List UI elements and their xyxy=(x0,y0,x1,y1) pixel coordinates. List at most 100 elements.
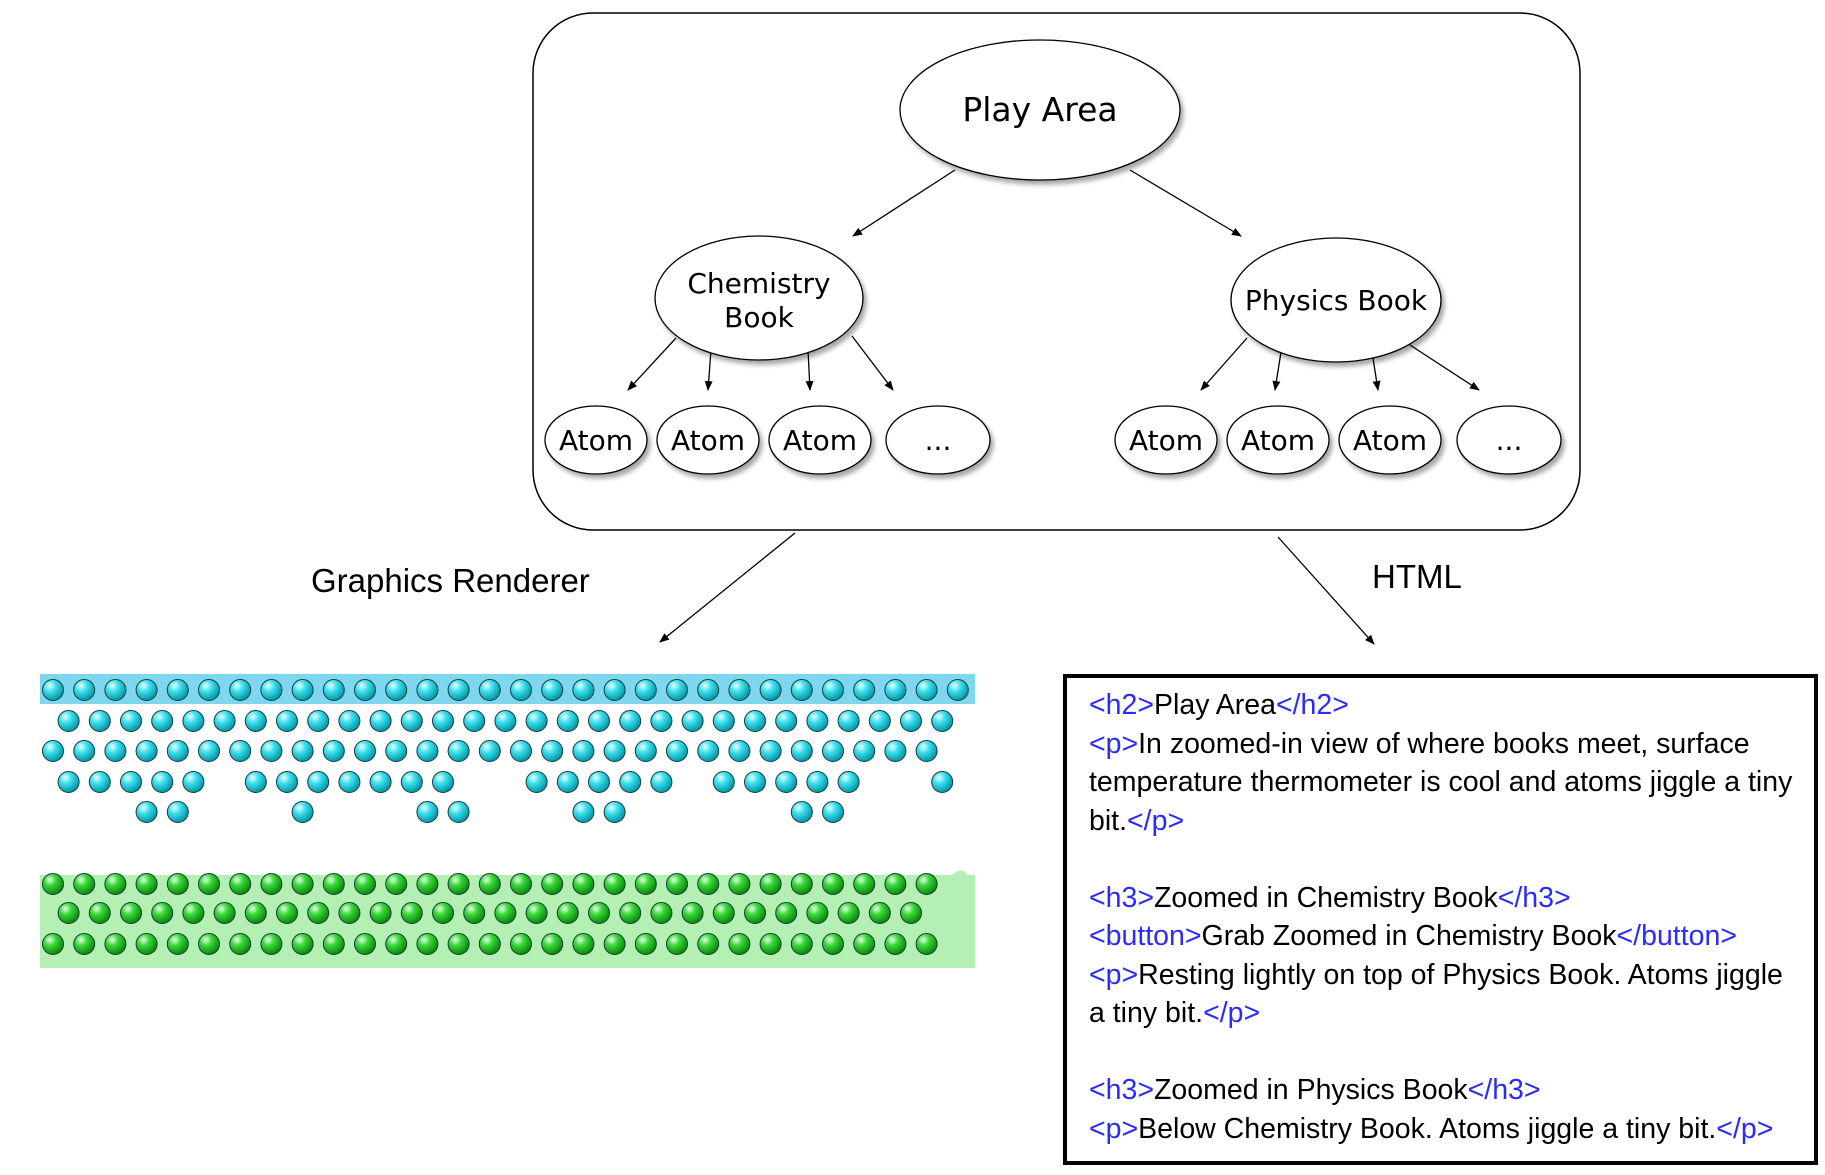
top-atom-r5-8 xyxy=(790,801,813,823)
edge-phys-ellipsis xyxy=(1409,344,1480,391)
code-button-text: Grab Zoomed in Chemistry Book xyxy=(1201,920,1617,952)
code-p2-text: Resting lightly on top of Physics Book. … xyxy=(1089,958,1783,1030)
edge-root-chemistry xyxy=(852,169,956,237)
phys-leaf-nodes: Atom Atom Atom ... xyxy=(1114,405,1562,475)
bottom-atom-r2-15 xyxy=(494,902,517,924)
bottom-atom-r2-17 xyxy=(556,902,579,924)
chem-ellipsis-label: ... xyxy=(925,424,952,457)
chem-atom-1-label: Atom xyxy=(559,424,633,457)
top-atom-r1-12 xyxy=(385,679,408,701)
top-atom-r2-6 xyxy=(213,710,236,732)
top-atom-r1-30 xyxy=(946,679,969,701)
code-p1-text: In zoomed-in view of where books meet, s… xyxy=(1089,727,1793,837)
top-atom-r3-4 xyxy=(135,740,158,762)
top-atom-r2-7 xyxy=(244,710,267,732)
top-atom-r3-2 xyxy=(73,740,96,762)
code-p3-text: Below Chemistry Book. Atoms jiggle a tin… xyxy=(1138,1112,1717,1145)
bottom-atom-r1-26 xyxy=(822,873,844,895)
top-atom-r3-29 xyxy=(915,740,938,762)
top-atom-r2-23 xyxy=(744,710,766,732)
bottom-atom-r3-3 xyxy=(104,933,127,955)
tag-h3-chem-close: </h3> xyxy=(1497,881,1571,914)
top-atom-r1-15 xyxy=(478,679,501,701)
bottom-atom-r3-19 xyxy=(603,933,626,955)
top-atom-r1-22 xyxy=(697,679,720,701)
bottom-atom-r1-18 xyxy=(572,873,595,895)
top-book-atoms xyxy=(42,679,969,823)
top-atom-r3-16 xyxy=(510,740,532,762)
bottom-atom-r1-10 xyxy=(322,873,345,895)
bottom-atom-r3-1 xyxy=(42,933,64,955)
top-atom-r1-6 xyxy=(198,679,220,701)
code-h3-phys-line: <h3>Zoomed in Physics Book</h3> xyxy=(1089,1071,1794,1110)
bottom-atom-r1-16 xyxy=(510,873,532,895)
code-gap-2 xyxy=(1089,1033,1794,1072)
bottom-atom-r3-9 xyxy=(291,933,314,955)
bottom-atom-r2-27 xyxy=(868,902,891,924)
code-h3-chem-line: <h3>Zoomed in Chemistry Book</h3> xyxy=(1089,879,1794,918)
top-atom-r2-5 xyxy=(182,710,205,732)
top-atom-r4-16 xyxy=(619,771,642,793)
tag-h2-close: </h2> xyxy=(1276,689,1349,721)
top-atom-r1-28 xyxy=(884,679,907,701)
top-atom-r3-25 xyxy=(790,740,813,762)
bottom-atom-r1-9 xyxy=(291,873,314,895)
top-atom-r4-8 xyxy=(307,771,330,793)
top-atom-r4-10 xyxy=(369,771,392,793)
bottom-atom-r3-7 xyxy=(229,933,252,955)
top-atom-r2-4 xyxy=(151,710,174,732)
top-atom-r1-1 xyxy=(42,679,64,701)
top-atom-r5-9 xyxy=(822,801,844,823)
top-atom-r1-11 xyxy=(354,679,376,701)
top-atom-r5-4 xyxy=(416,801,439,823)
top-atom-r3-23 xyxy=(728,740,751,762)
bottom-atom-r3-24 xyxy=(759,933,782,955)
top-atom-r3-8 xyxy=(260,740,283,762)
graphics-renderer-label: Graphics Renderer xyxy=(311,562,590,599)
bottom-atom-r2-11 xyxy=(369,902,392,924)
top-atom-r2-16 xyxy=(525,710,548,732)
bottom-atom-r2-26 xyxy=(837,902,860,924)
top-atom-r3-3 xyxy=(104,740,127,762)
bottom-atom-r2-2 xyxy=(88,902,111,924)
bottom-atom-r2-3 xyxy=(120,902,142,924)
bottom-atom-r3-25 xyxy=(790,933,813,955)
top-atom-r1-25 xyxy=(790,679,813,701)
bottom-atom-r1-2 xyxy=(73,873,96,895)
bottom-atom-r3-20 xyxy=(634,933,657,955)
top-atom-r1-13 xyxy=(416,679,439,701)
bottom-atom-r3-23 xyxy=(728,933,751,955)
top-atom-r2-12 xyxy=(400,710,423,732)
bottom-atom-r2-5 xyxy=(182,902,205,924)
top-atom-r3-1 xyxy=(42,740,64,762)
top-atom-r1-17 xyxy=(541,679,564,701)
bottom-atom-r1-3 xyxy=(104,873,127,895)
top-atom-r1-8 xyxy=(260,679,283,701)
bottom-atom-r3-29 xyxy=(915,933,938,955)
top-atom-r3-24 xyxy=(759,740,782,762)
top-atom-r2-18 xyxy=(588,710,610,732)
top-atom-r3-15 xyxy=(478,740,501,762)
bottom-atom-r2-25 xyxy=(806,902,829,924)
bottom-atom-r2-19 xyxy=(619,902,642,924)
bottom-atom-r3-15 xyxy=(478,933,501,955)
bottom-atom-r1-7 xyxy=(229,873,252,895)
bottom-atom-r1-5 xyxy=(166,873,189,895)
tag-h3-phys-close: </h3> xyxy=(1467,1074,1541,1106)
code-gap-1 xyxy=(1089,840,1794,879)
bottom-atom-r1-17 xyxy=(541,873,564,895)
bottom-atom-r2-1 xyxy=(57,902,80,924)
bottom-atom-r3-4 xyxy=(135,933,158,955)
top-atom-r4-4 xyxy=(151,771,174,793)
top-atom-r3-18 xyxy=(572,740,595,762)
bottom-atom-r2-23 xyxy=(744,902,766,924)
bottom-atom-r2-6 xyxy=(213,902,236,924)
top-atom-r4-22 xyxy=(837,771,860,793)
edge-phys-atom-2 xyxy=(1272,351,1282,391)
code-h3-chem-text: Zoomed in Chemistry Book xyxy=(1154,881,1498,914)
top-atom-r1-4 xyxy=(135,679,158,701)
bottom-atom-r2-12 xyxy=(400,902,423,924)
top-atom-r3-26 xyxy=(822,740,844,762)
bottom-atom-r1-1 xyxy=(42,873,64,895)
